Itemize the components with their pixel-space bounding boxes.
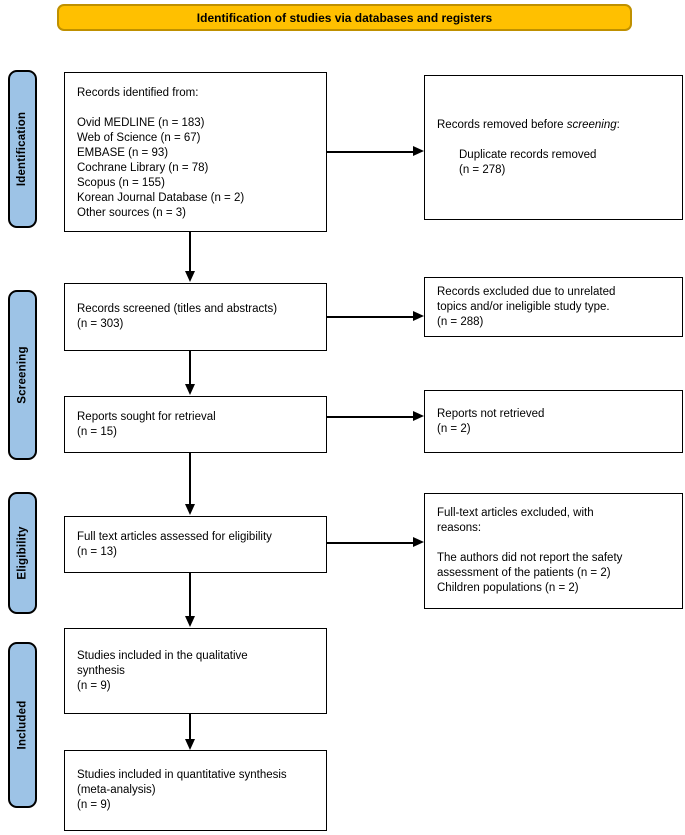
fulltext-assessed-text: Full text articles assessed for eligibil… [77, 530, 272, 558]
box-reports-sought: Reports sought for retrieval (n = 15) [64, 396, 327, 453]
records-excluded-text: Records excluded due to unrelated topics… [437, 285, 616, 328]
stage-screening: Screening [8, 290, 37, 460]
records-identified-title: Records identified from: [77, 87, 199, 99]
reports-sought-text: Reports sought for retrieval (n = 15) [77, 410, 216, 438]
qualitative-included-text: Studies included in the qualitative synt… [77, 649, 248, 692]
box-fulltext-assessed: Full text articles assessed for eligibil… [64, 516, 327, 573]
stage-included-label: Included [16, 700, 29, 750]
records-removed-title-italic: screening [566, 118, 617, 131]
box-qualitative-included: Studies included in the qualitative synt… [64, 628, 327, 714]
box-records-excluded: Records excluded due to unrelated topics… [424, 277, 683, 337]
box-records-identified: Records identified from: Ovid MEDLINE (n… [64, 72, 327, 232]
stage-included: Included [8, 642, 37, 808]
box-fulltext-excluded: Full-text articles excluded, with reason… [424, 493, 683, 609]
box-records-screened: Records screened (titles and abstracts) … [64, 283, 327, 351]
stage-identification: Identification [8, 70, 37, 228]
fulltext-excluded-reasons: The authors did not report the safety as… [437, 552, 623, 594]
stage-identification-label: Identification [16, 111, 29, 187]
box-records-removed: Records removed before screening: Duplic… [424, 75, 683, 220]
records-removed-details: Duplicate records removed (n = 278) [459, 148, 597, 176]
records-removed-title: Records removed before screening: [437, 118, 674, 133]
records-identified-sources: Ovid MEDLINE (n = 183) Web of Science (n… [77, 117, 245, 219]
banner: Identification of studies via databases … [57, 4, 632, 31]
stage-screening-label: Screening [16, 346, 29, 404]
stage-eligibility: Eligibility [8, 492, 37, 614]
fulltext-excluded-title: Full-text articles excluded, with reason… [437, 507, 594, 534]
box-quantitative-included: Studies included in quantitative synthes… [64, 750, 327, 831]
banner-label: Identification of studies via databases … [196, 10, 493, 25]
records-removed-title-prefix: Records removed before [437, 118, 567, 131]
records-removed-title-suffix: : [616, 118, 620, 131]
records-screened-text: Records screened (titles and abstracts) … [77, 303, 278, 330]
quantitative-included-text: Studies included in quantitative synthes… [77, 769, 287, 811]
stage-eligibility-label: Eligibility [16, 526, 29, 580]
reports-not-retrieved-text: Reports not retrieved (n = 2) [437, 407, 545, 435]
box-reports-not-retrieved: Reports not retrieved (n = 2) [424, 390, 683, 453]
